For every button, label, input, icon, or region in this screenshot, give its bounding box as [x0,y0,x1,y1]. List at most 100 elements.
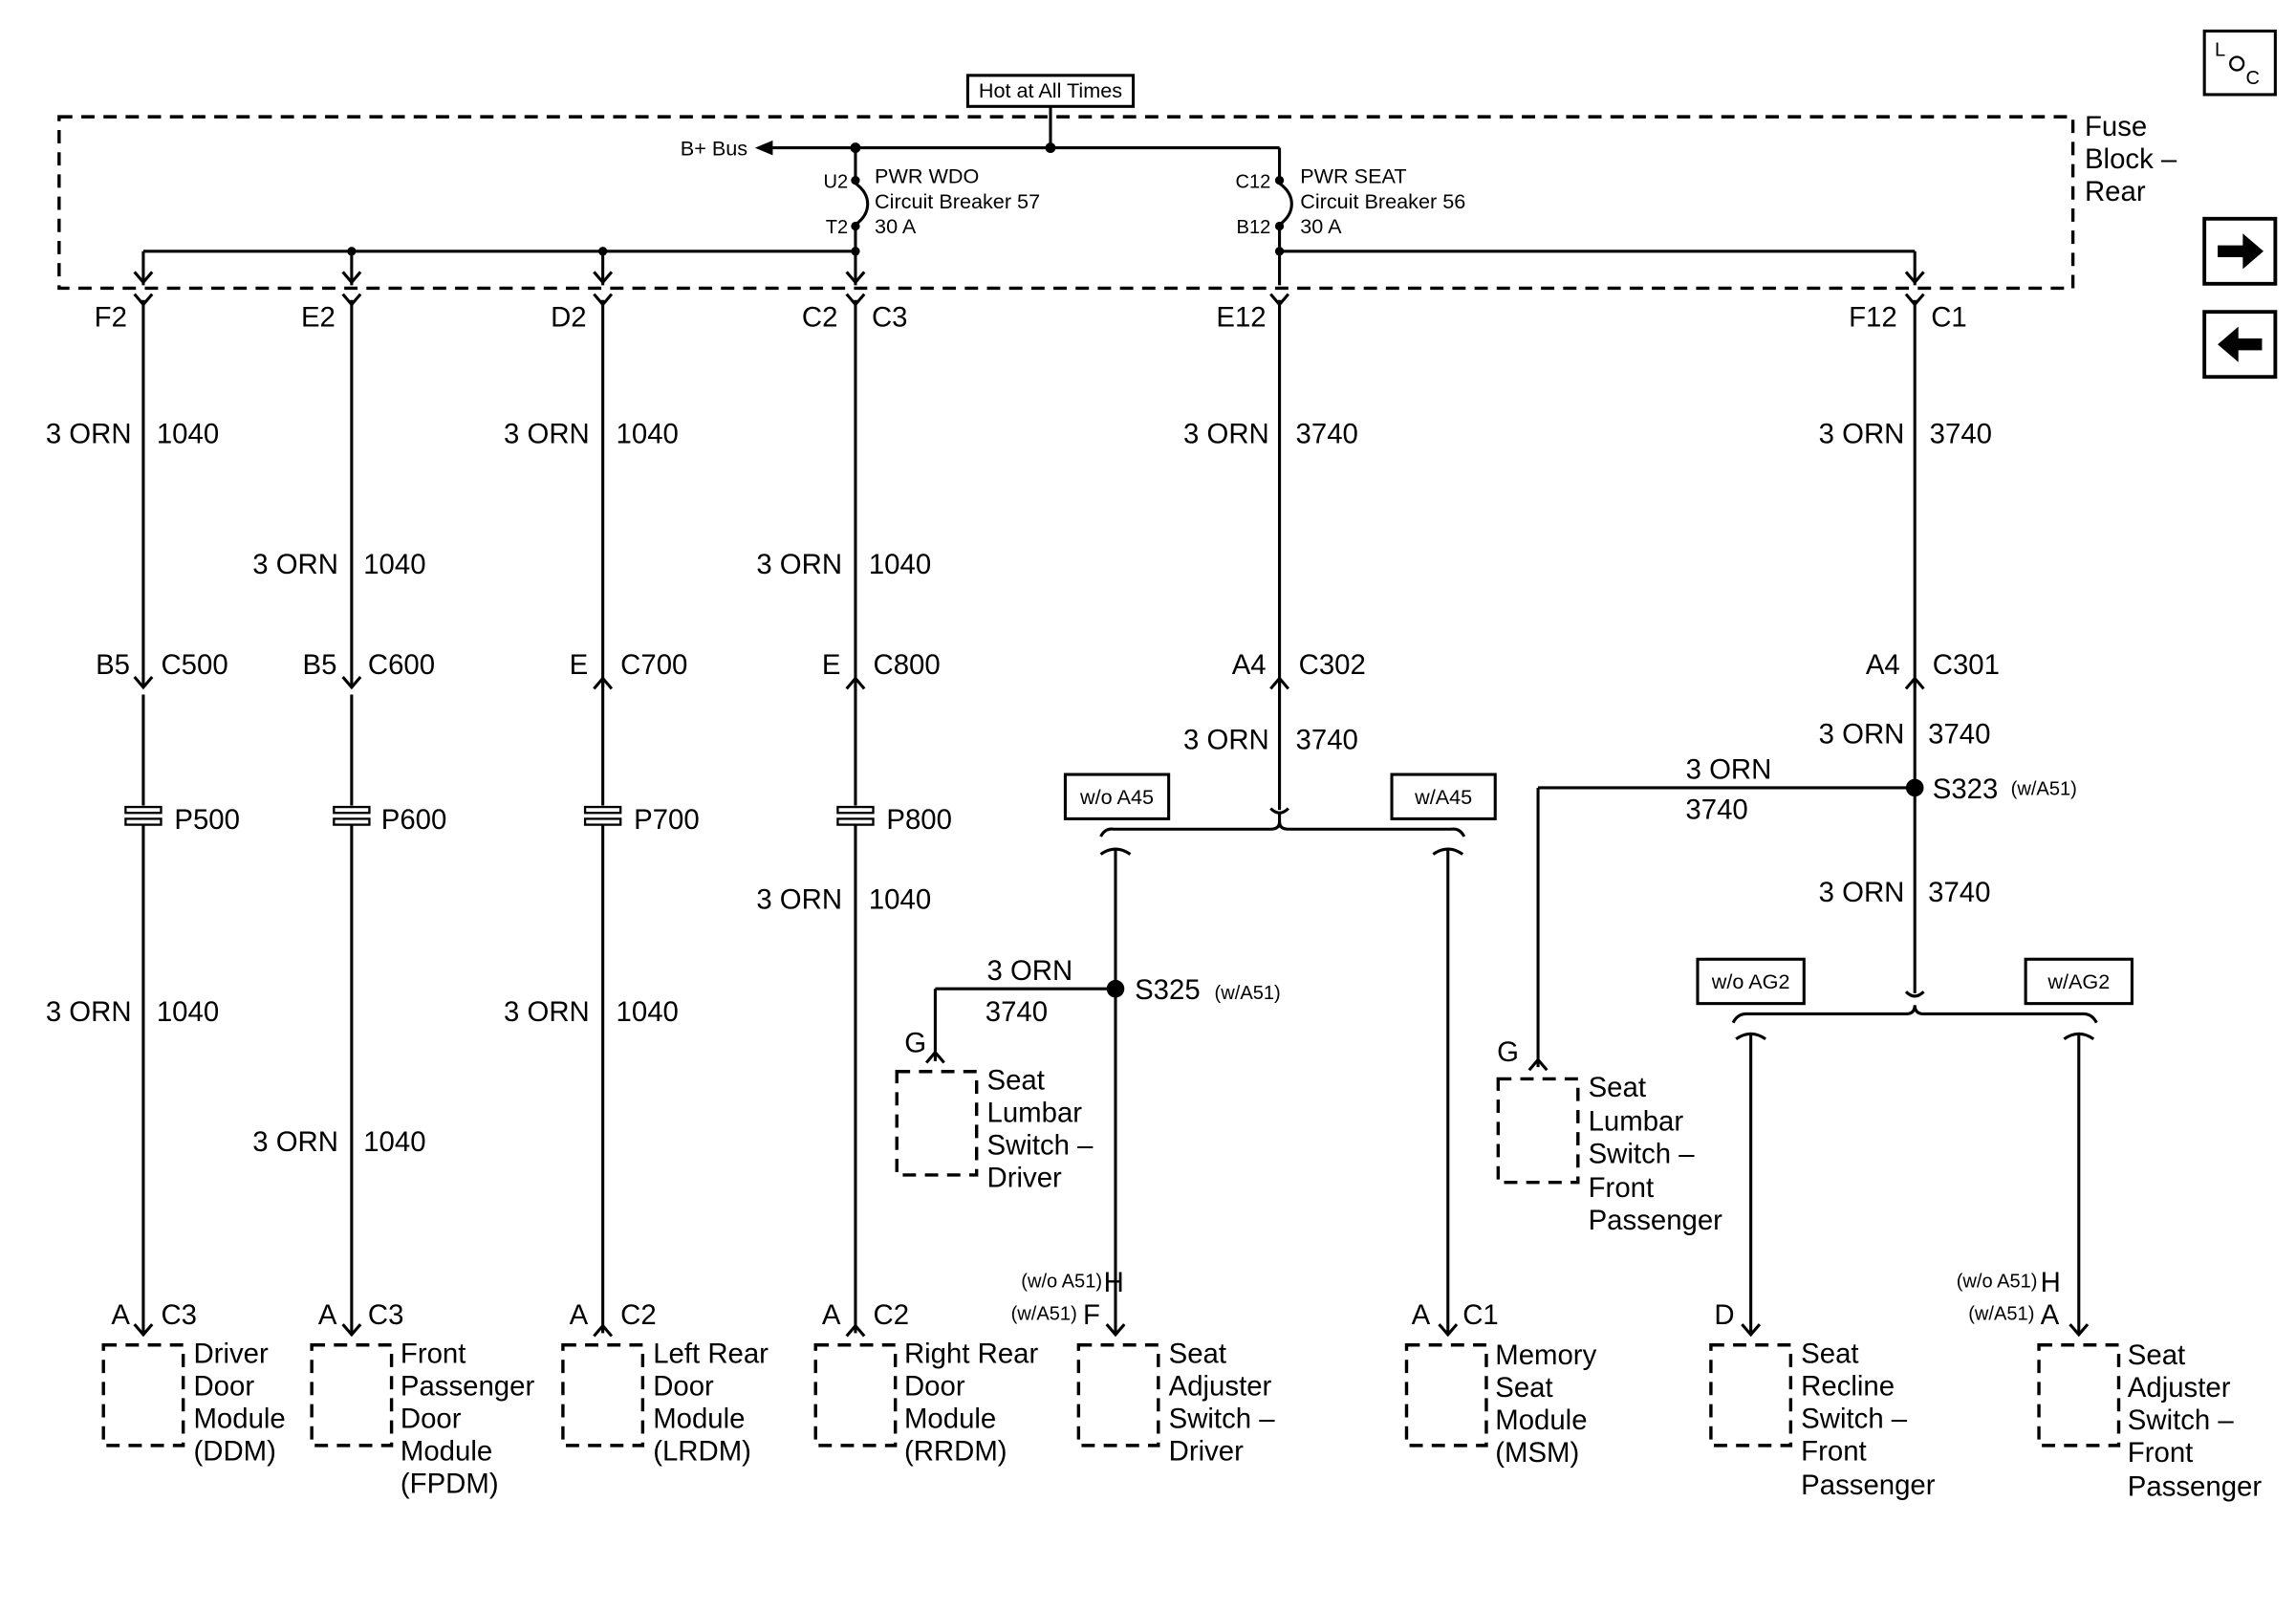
location-icon[interactable]: L C [2202,29,2277,97]
option-wo-a45: w/o A45 [1063,773,1171,820]
svg-text:Circuit Breaker 57: Circuit Breaker 57 [875,189,1040,213]
pwr-wdo-circuit-breaker: U2 T2 PWR WDO Circuit Breaker 57 30 A [824,147,1040,238]
arrow-right-icon[interactable] [2202,216,2278,286]
svg-text:F2: F2 [95,302,127,334]
bus-arrow-icon [754,140,773,156]
svg-text:T2: T2 [826,217,848,238]
svg-text:w/AG2: w/AG2 [2047,969,2110,993]
svg-text:3 ORN: 3 ORN [756,549,842,580]
component-fpdm: Front Passenger Door Module (FPDM) [310,1338,534,1499]
svg-text:C3: C3 [161,1299,197,1331]
svg-text:1040: 1040 [363,1126,425,1158]
svg-text:PWR WDO: PWR WDO [875,164,979,188]
svg-text:(w/o A51): (w/o A51) [1957,1271,2038,1292]
svg-text:E: E [570,649,589,681]
svg-text:Recline: Recline [1801,1370,1895,1402]
svg-text:3740: 3740 [1296,419,1358,450]
svg-text:1040: 1040 [157,996,219,1028]
svg-text:Module: Module [1495,1404,1587,1436]
svg-text:Door: Door [401,1403,462,1434]
svg-text:Switch –: Switch – [1801,1403,1908,1434]
svg-text:Module: Module [904,1403,996,1434]
svg-text:G: G [1497,1036,1519,1068]
svg-text:(MSM): (MSM) [1495,1437,1579,1469]
svg-text:B5: B5 [96,649,130,681]
svg-text:3740: 3740 [1685,794,1747,825]
svg-text:w/o A45: w/o A45 [1079,785,1154,809]
svg-text:3 ORN: 3 ORN [46,996,132,1028]
svg-text:Front: Front [1801,1435,1867,1467]
component-seat-recline-switch-passenger: Seat Recline Switch – Front Passenger [1709,1338,1936,1501]
svg-text:3 ORN: 3 ORN [756,884,842,916]
svg-text:(w/A51): (w/A51) [1011,1303,1077,1324]
fuse-output-e12: E12 [1216,250,1290,334]
svg-text:Door: Door [653,1370,714,1402]
svg-text:B5: B5 [302,649,336,681]
svg-text:Seat: Seat [1801,1338,1858,1369]
fuse-output-e2: E2 [301,250,362,334]
svg-text:Switch –: Switch – [2128,1404,2235,1436]
svg-text:1040: 1040 [363,549,425,580]
option-wo-ag2: w/o AG2 [1696,957,1806,1006]
pass-through-p700: P700 [583,804,700,836]
branch-wo-ag2: D [1714,1034,1762,1338]
svg-text:Front: Front [2128,1437,2194,1469]
svg-text:w/A45: w/A45 [1414,785,1472,809]
fuse-block-label: Fuse Block – Rear [2085,111,2177,207]
svg-text:Module: Module [401,1435,492,1467]
svg-text:30 A: 30 A [875,214,917,238]
svg-text:3740: 3740 [1296,725,1358,756]
fuse-output-d2: D2 [551,250,614,334]
svg-text:(DDM): (DDM) [193,1435,275,1467]
svg-text:Right Rear: Right Rear [904,1338,1039,1369]
svg-text:(RRDM): (RRDM) [904,1435,1007,1467]
svg-text:3740: 3740 [1928,719,1990,751]
svg-text:3 ORN: 3 ORN [1819,719,1905,751]
svg-text:Seat: Seat [987,1064,1045,1096]
svg-text:Rear: Rear [2085,176,2146,207]
svg-text:Switch –: Switch – [987,1129,1094,1161]
svg-text:Module: Module [193,1403,285,1434]
circuit-rrdm: 3 ORN 1040 E C800 P800 3 ORN 1040 A C2 [756,299,952,1338]
svg-text:3 ORN: 3 ORN [1686,754,1772,786]
svg-text:A: A [1412,1299,1431,1331]
svg-text:1040: 1040 [617,996,679,1028]
svg-text:A: A [111,1299,130,1331]
pass-through-p500: P500 [124,804,240,836]
svg-text:A: A [318,1299,337,1331]
svg-text:F: F [1083,1299,1100,1331]
component-msm: Memory Seat Module (MSM) [1404,1339,1597,1469]
branch-s323-lumbar: 3 ORN 3740 G [1497,754,1916,1072]
svg-text:Door: Door [904,1370,965,1402]
svg-text:(w/o A51): (w/o A51) [1021,1271,1102,1292]
svg-text:C3: C3 [368,1299,404,1331]
component-seat-adjuster-switch-driver: Seat Adjuster Switch – Driver [1076,1338,1276,1467]
svg-text:3740: 3740 [986,996,1048,1028]
svg-text:U2: U2 [824,171,849,192]
svg-text:Door: Door [193,1370,254,1402]
svg-text:3740: 3740 [1930,419,1992,450]
svg-text:Driver: Driver [987,1162,1063,1193]
svg-text:3740: 3740 [1928,877,1990,908]
svg-text:L: L [2215,40,2225,61]
component-seat-lumbar-switch-passenger: Seat Lumbar Switch – Front Passenger [1496,1072,1722,1236]
svg-text:Switch –: Switch – [1169,1403,1276,1434]
svg-text:C500: C500 [161,649,227,681]
svg-text:3 ORN: 3 ORN [504,419,590,450]
svg-text:3 ORN: 3 ORN [46,419,132,450]
svg-text:C302: C302 [1299,649,1366,681]
svg-text:E2: E2 [301,302,336,334]
svg-text:C: C [2245,68,2259,89]
svg-text:C2: C2 [802,302,838,334]
svg-text:P500: P500 [174,804,240,836]
svg-text:3 ORN: 3 ORN [1819,877,1905,908]
fuse-output-f2: F2 [95,250,154,334]
arrow-left-icon[interactable] [2202,310,2278,380]
svg-text:Passenger: Passenger [2128,1470,2263,1502]
svg-text:D: D [1714,1299,1734,1331]
svg-text:Seat: Seat [2128,1339,2185,1371]
svg-text:S325: S325 [1135,974,1201,1006]
svg-text:1040: 1040 [869,549,931,580]
option-w-ag2: w/AG2 [2024,957,2134,1006]
